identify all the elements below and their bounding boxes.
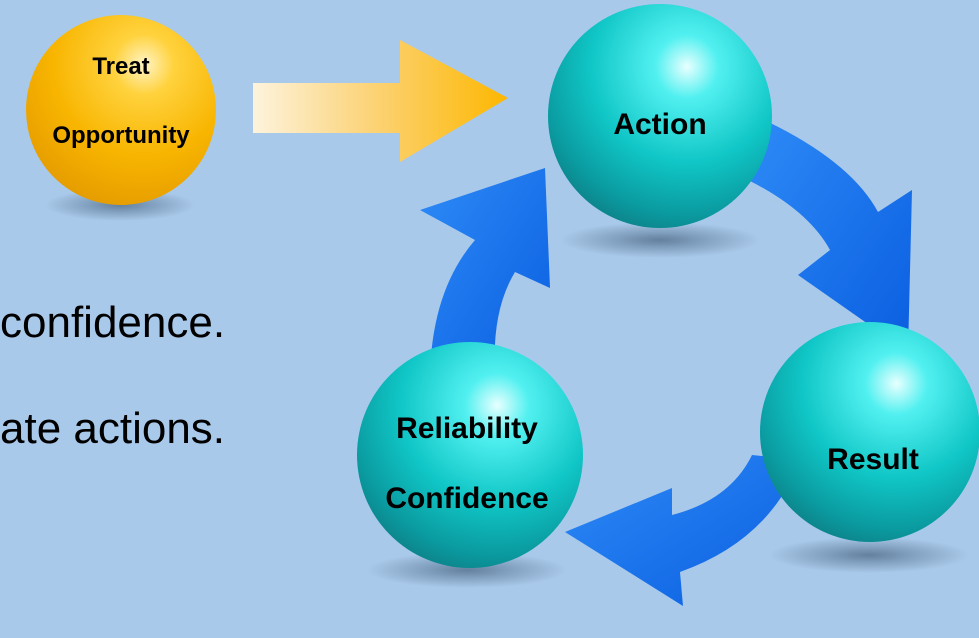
node-reliability-confidence-line-1: Reliability <box>396 412 538 445</box>
body-text-line-2: ate actions. <box>0 404 226 453</box>
input-arrow <box>253 40 508 162</box>
node-treat-opportunity-line-1: Treat <box>92 53 149 80</box>
node-result-label: Result <box>827 443 919 476</box>
node-treat-opportunity: Treat Opportunity <box>26 15 216 205</box>
node-reliability-confidence-line-2: Confidence <box>385 482 548 515</box>
node-reliability-confidence-sphere <box>357 342 583 568</box>
cycle-arrow-action-to-result <box>748 118 912 352</box>
node-result: Result <box>760 322 979 542</box>
node-action-sphere <box>548 4 772 228</box>
node-result-sphere <box>760 322 979 542</box>
cycle-arrow-result-to-reliability <box>565 455 800 606</box>
cycle-arrows <box>420 118 912 606</box>
node-treat-opportunity-line-2: Opportunity <box>52 122 190 149</box>
node-action: Action <box>548 4 772 228</box>
node-reliability-confidence: Reliability Confidence <box>357 342 583 568</box>
node-action-label: Action <box>613 108 706 141</box>
node-treat-opportunity-sphere <box>26 15 216 205</box>
body-text-line-1: confidence. <box>0 298 226 347</box>
cycle-arrow-reliability-to-action <box>420 168 550 375</box>
